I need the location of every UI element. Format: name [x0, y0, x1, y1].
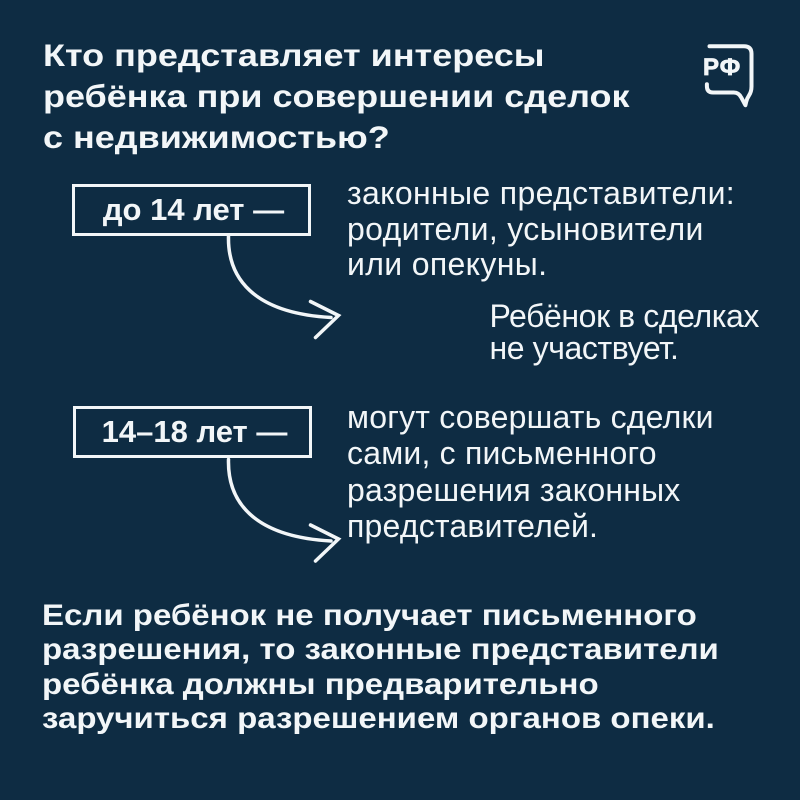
svg-text:РФ: РФ	[703, 54, 741, 81]
